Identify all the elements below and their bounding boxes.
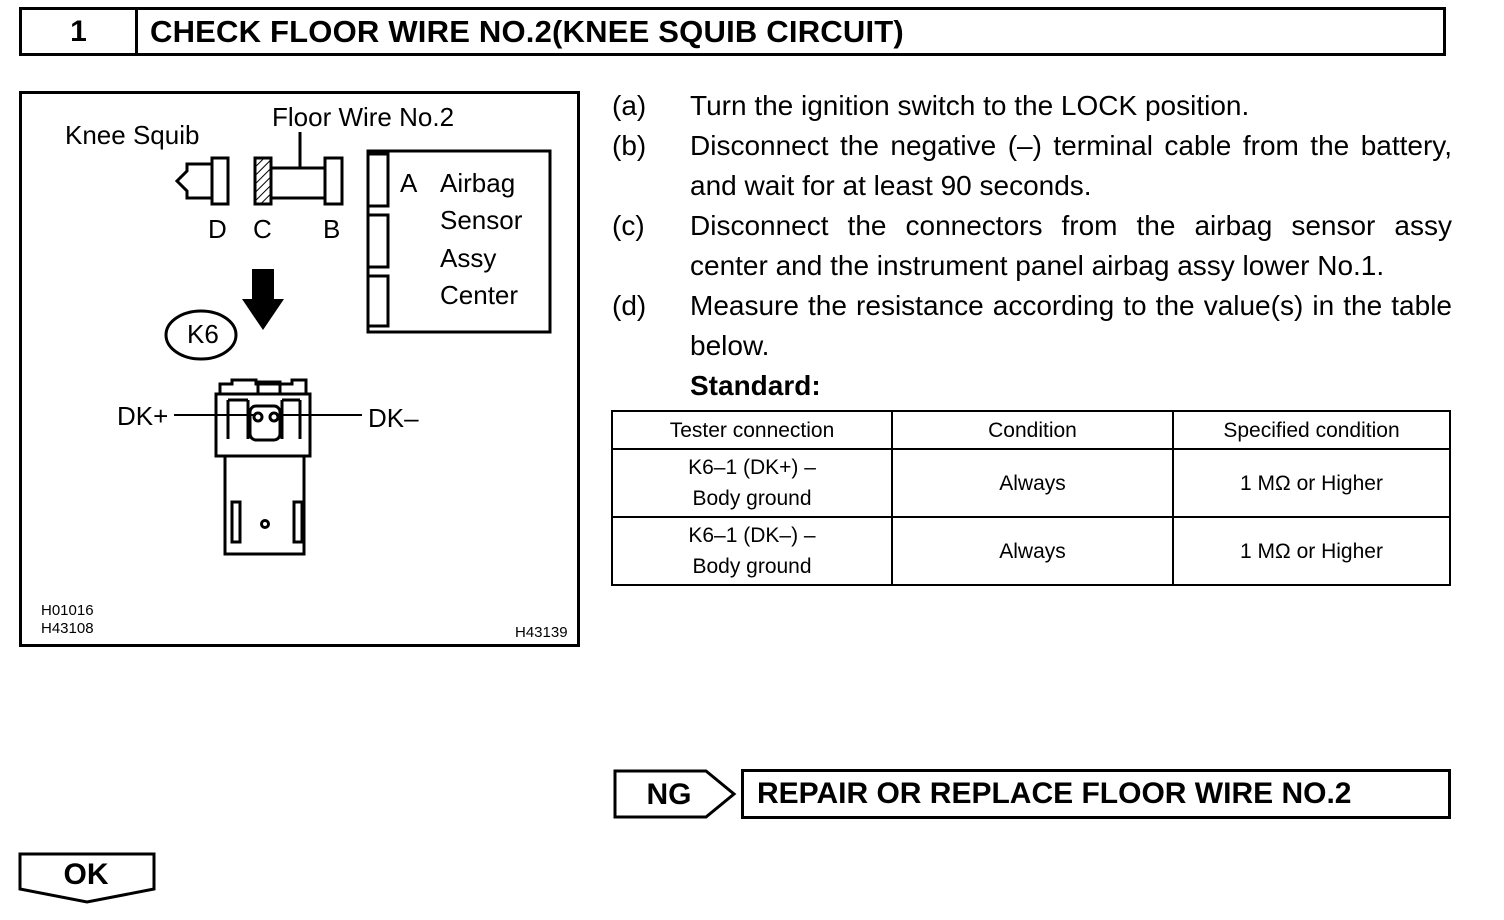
step-marker: (b): [612, 130, 647, 161]
knee-squib-label: Knee Squib: [65, 120, 200, 150]
step-text: Measure the resistance according to the …: [690, 290, 1452, 361]
ng-action-box: REPAIR OR REPLACE FLOOR WIRE NO.2: [741, 769, 1451, 819]
step-a: (a) Turn the ignition switch to the LOCK…: [612, 86, 1452, 126]
wiring-figure: Knee Squib Floor Wire No.2 D C B A Airba…: [19, 91, 580, 647]
down-arrow: [242, 269, 284, 330]
figure-code-1: H01016: [41, 602, 94, 619]
figure-code-2: H43108: [41, 620, 94, 637]
airbag-label-3: Assy: [440, 243, 497, 273]
pin-c-label: C: [253, 214, 272, 244]
tester-connection-line2: Body ground: [692, 487, 812, 510]
spec-cell: 1 MΩ or Higher: [1172, 516, 1451, 586]
ok-arrow-shape: [18, 852, 156, 904]
airbag-label-2: Sensor: [440, 205, 523, 235]
dk-plus-label: DK+: [117, 401, 169, 431]
step-number: 1: [22, 10, 138, 53]
k6-label: K6: [187, 319, 219, 349]
step-c: (c) Disconnect the connectors from the a…: [612, 206, 1452, 286]
step-b: (b) Disconnect the negative (–) terminal…: [612, 126, 1452, 206]
table-header-row: Tester connection Condition Specified co…: [611, 410, 1451, 450]
spec-table: Tester connection Condition Specified co…: [611, 410, 1451, 586]
condition-cell: Always: [891, 448, 1174, 518]
table-header: Condition: [891, 410, 1174, 450]
tester-connection-line2: Body ground: [692, 555, 812, 578]
figure-code-3: H43139: [515, 624, 568, 641]
ok-label: OK: [63, 858, 109, 891]
floor-wire-label: Floor Wire No.2: [272, 102, 455, 132]
airbag-sensor-box: [366, 149, 552, 334]
table-header: Tester connection: [611, 410, 893, 450]
k6-ellipse: [164, 309, 238, 361]
procedure-steps: (a) Turn the ignition switch to the LOCK…: [612, 86, 1452, 406]
pin-d-label: D: [208, 214, 227, 244]
tester-connection-cell: K6–1 (DK–) – Body ground: [611, 516, 893, 586]
airbag-label-4: Center: [440, 280, 519, 310]
k6-connector-face: [214, 378, 312, 556]
step-marker: (a): [612, 90, 647, 121]
step-marker: (c): [612, 210, 645, 241]
section-header: 1 CHECK FLOOR WIRE NO.2(KNEE SQUIB CIRCU…: [19, 7, 1446, 56]
condition-cell: Always: [891, 516, 1174, 586]
ng-arrow-shape: [613, 769, 737, 819]
ng-action-text: REPAIR OR REPLACE FLOOR WIRE NO.2: [757, 777, 1352, 810]
tester-connection-line1: K6–1 (DK+) –: [688, 456, 816, 479]
step-d: (d) Measure the resistance according to …: [612, 286, 1452, 366]
dk-minus-label: DK–: [368, 403, 419, 433]
ng-label: NG: [646, 778, 692, 811]
tester-connection-line1: K6–1 (DK–) –: [688, 524, 816, 547]
step-text: Turn the ignition switch to the LOCK pos…: [690, 90, 1250, 121]
section-title: CHECK FLOOR WIRE NO.2(KNEE SQUIB CIRCUIT…: [150, 13, 904, 49]
table-row: K6–1 (DK–) – Body ground Always 1 MΩ or …: [611, 516, 1451, 586]
step-text: Disconnect the negative (–) terminal cab…: [690, 130, 1452, 201]
table-row: K6–1 (DK+) – Body ground Always 1 MΩ or …: [611, 448, 1451, 518]
spec-cell: 1 MΩ or Higher: [1172, 448, 1451, 518]
floor-wire-connector: [253, 132, 344, 206]
standard-label: Standard:: [690, 370, 821, 401]
pin-a-label: A: [400, 168, 418, 198]
pin-b-label: B: [323, 214, 341, 244]
step-text: Disconnect the connectors from the airba…: [690, 210, 1452, 281]
step-marker: (d): [612, 290, 647, 321]
airbag-label-1: Airbag: [440, 168, 516, 198]
table-header: Specified condition: [1172, 410, 1451, 450]
knee-squib-plug: [174, 156, 230, 206]
tester-connection-cell: K6–1 (DK+) – Body ground: [611, 448, 893, 518]
connector-diagram: [164, 132, 552, 556]
